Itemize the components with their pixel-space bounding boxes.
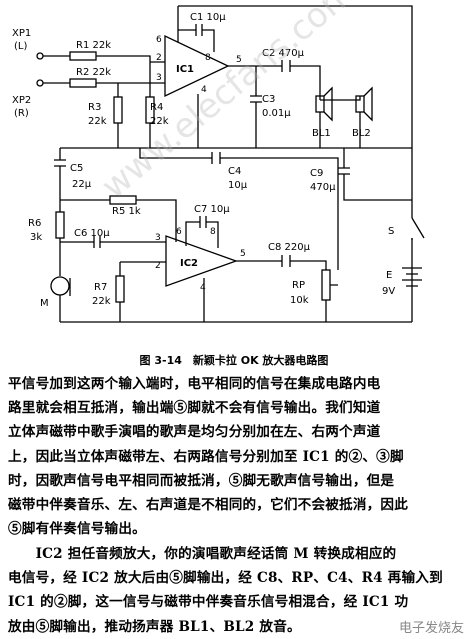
r7-label: R7 xyxy=(94,282,107,293)
text-line: IC2 担任音频放大，你的演唱歌声经话筒 M 转换成相应的 xyxy=(8,546,397,562)
text-line: 立体声磁带中歌手演唱的歌声是均匀分别加在左、右两个声道 xyxy=(8,424,381,441)
r2-resistor xyxy=(69,78,97,88)
ic1-pin3: 3 xyxy=(156,73,162,83)
battery-icon xyxy=(402,267,422,287)
c9-label: C9 xyxy=(310,168,323,179)
text-line: ⑤脚有伴奏信号输出。 xyxy=(8,521,146,538)
r3-value: 22k xyxy=(88,116,107,127)
corner-logo: 电子发烧友 xyxy=(398,621,464,636)
r3-resistor xyxy=(113,96,123,124)
r1-label: R1 22k xyxy=(76,40,111,51)
c3-label: C3 xyxy=(262,94,275,105)
c2-label: C2 470μ xyxy=(262,48,305,59)
r1-resistor xyxy=(69,51,97,61)
c6-label: C6 10μ xyxy=(74,228,110,239)
xp2-sub-label: (R) xyxy=(14,108,29,119)
microphone-icon xyxy=(50,276,70,296)
text-line: IC1 的②脚，这一信号与磁带中伴奏音乐信号相混合，经 IC1 功 xyxy=(8,594,409,611)
c9-value: 470μ xyxy=(310,182,336,193)
c5-value: 22μ xyxy=(72,179,92,190)
xp1-sub-label: (L) xyxy=(14,41,27,52)
circuit-diagram: XP1 (L) XP2 (R) R1 22k R2 22k R3 22k R4 … xyxy=(12,5,425,323)
ic2-label: IC2 xyxy=(180,258,198,269)
c4-label: C4 xyxy=(228,166,241,177)
r5-resistor xyxy=(109,195,137,205)
r4-resistor xyxy=(145,96,155,124)
bl1-label: BL1 xyxy=(312,128,331,139)
c8-label: C8 220μ xyxy=(268,242,311,253)
battery-label: E xyxy=(386,270,392,281)
r7-resistor xyxy=(115,275,125,303)
c4-value: 10μ xyxy=(228,180,248,191)
ic1-pin4: 4 xyxy=(201,85,207,95)
rp-value: 10k xyxy=(290,295,309,306)
r3-label: R3 xyxy=(88,102,101,113)
xp1-wire xyxy=(43,55,151,62)
ic2-pin3: 3 xyxy=(155,233,161,243)
ic2-pin8: 8 xyxy=(210,227,216,237)
text-line: 磁带中伴奏音乐、左、右声道是不相同的，它们不会被抵消，因此 xyxy=(8,497,409,514)
ic2-pin2: 2 xyxy=(155,261,161,271)
r6-resistor xyxy=(55,211,65,239)
battery-value: 9V xyxy=(382,286,395,297)
rp-potentiometer xyxy=(321,269,331,301)
text-line: 电信号，经 IC2 放大后由⑤脚输出，经 C8、RP、C4、R4 再输入到 xyxy=(8,570,443,587)
ic2-amplifier xyxy=(165,235,238,287)
paragraph-1: 平信号加到这两个输入端时，电平相同的信号在集成电路内电路里就会相互抵消，输出端⑤… xyxy=(8,372,460,541)
figure-caption: 图 3-14 新颖卡拉 OK 放大器电路图 xyxy=(139,354,329,367)
c1-label: C1 10μ xyxy=(190,12,226,23)
ic1-amplifier xyxy=(164,34,230,98)
paragraph-2: IC2 担任音频放大，你的演唱歌声经话筒 M 转换成相应的电信号，经 IC2 放… xyxy=(8,542,460,639)
c7-label: C7 10μ xyxy=(194,204,230,215)
top-supply-wire xyxy=(178,5,413,218)
xp1-label: XP1 xyxy=(12,28,31,39)
ic2-pin5: 5 xyxy=(240,249,246,259)
mic-label: M xyxy=(40,298,49,309)
ic1-pin2: 2 xyxy=(156,53,162,63)
xp2-label: XP2 xyxy=(12,95,31,106)
text-line: 时，因歌声信号电平相同而被抵消，⑤脚无歌声信号输出，但是 xyxy=(8,472,395,489)
text-line: 上，因此当立体声磁带左、右两路信号分别加至 IC1 的②、③脚 xyxy=(8,448,404,465)
rp-label: RP xyxy=(292,280,305,291)
r7-value: 22k xyxy=(92,296,111,307)
r6-label: R6 xyxy=(28,218,41,229)
ic2-pin4: 4 xyxy=(200,283,206,293)
text-line: 路里就会相互抵消，输出端⑤脚就不会有信号输出。我们知道 xyxy=(8,400,381,417)
r5-label: R5 1k xyxy=(112,206,141,217)
text-line: 放由⑤脚输出，推动扬声器 BL1、BL2 放音。 xyxy=(8,618,301,635)
r6-value: 3k xyxy=(30,232,42,243)
switch-label: S xyxy=(388,226,394,237)
xp1-jack-icon xyxy=(36,52,44,60)
ic1-label: IC1 xyxy=(176,64,194,75)
r4-label: R4 xyxy=(150,102,163,113)
ic2-pin6: 6 xyxy=(176,227,182,237)
ic1-pin8: 8 xyxy=(205,53,211,63)
xp2-jack-icon xyxy=(36,79,44,87)
r4-value: 22k xyxy=(150,116,169,127)
bl2-label: BL2 xyxy=(352,128,371,139)
ic1-pin6: 6 xyxy=(156,35,162,45)
c3-value: 0.01μ xyxy=(262,108,291,119)
switch-icon xyxy=(411,217,425,240)
text-line: 平信号加到这两个输入端时，电平相同的信号在集成电路内电 xyxy=(8,376,381,392)
ic1-pin5: 5 xyxy=(236,55,242,65)
r2-label: R2 22k xyxy=(76,67,111,78)
c5-label: C5 xyxy=(70,163,83,174)
